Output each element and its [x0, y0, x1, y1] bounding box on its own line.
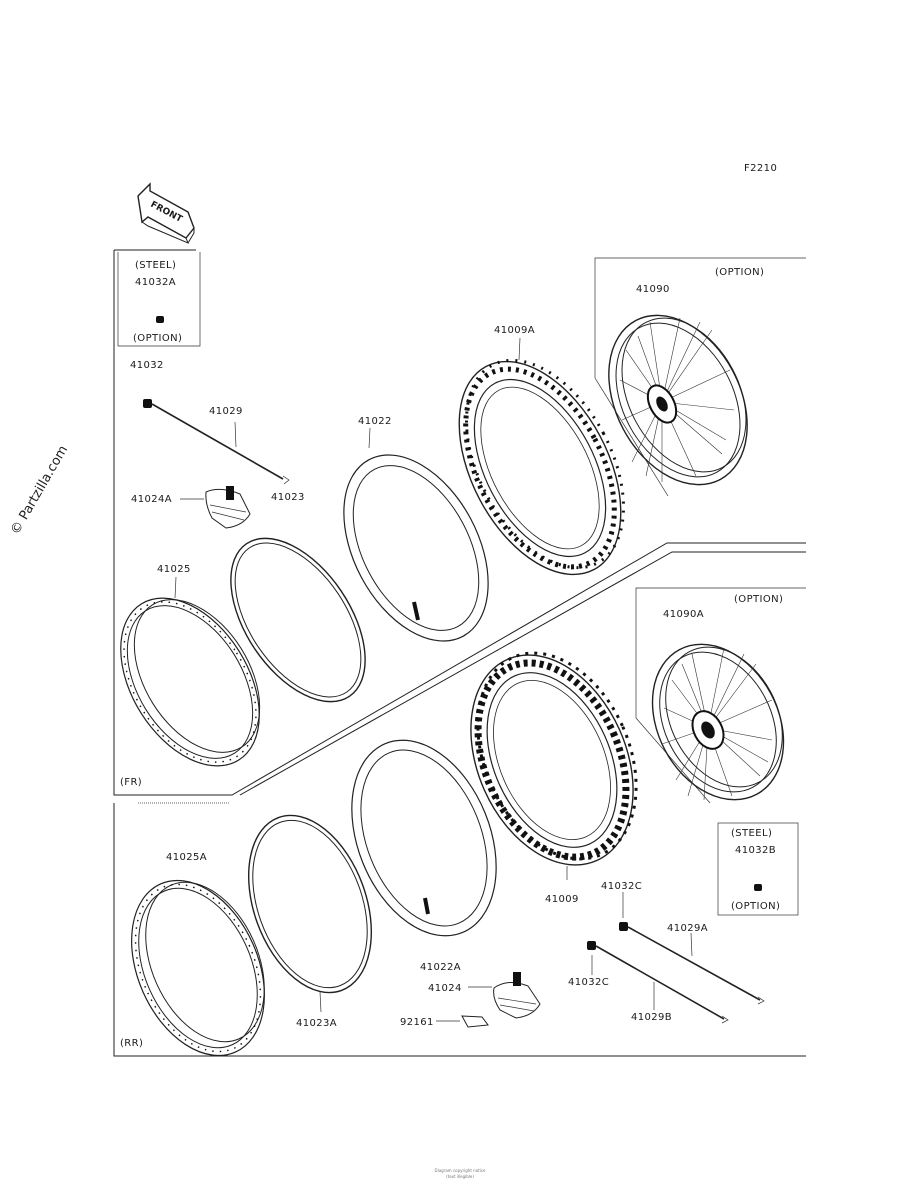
option-front-title: (OPTION): [715, 267, 764, 278]
label-41023: 41023: [271, 492, 305, 503]
label-41032C-bottom: 41032C: [568, 977, 609, 988]
nipple-icon: [143, 399, 152, 408]
label-41025: 41025: [157, 564, 191, 575]
label-41024A: 41024A: [131, 494, 172, 505]
figure-code: F2210: [744, 163, 777, 174]
label-41009A: 41009A: [494, 325, 535, 336]
label-41024: 41024: [428, 983, 462, 994]
label-41023A: 41023A: [296, 1018, 337, 1029]
rim-band-rear: [468, 972, 541, 1019]
section-outlines: [113, 249, 806, 1057]
label-41029: 41029: [209, 406, 243, 417]
rim-strip-rear: [247, 814, 373, 1013]
tire-rear: [470, 651, 638, 880]
steel-front-part: 41032A: [135, 277, 176, 288]
spoke-assembly-front: [143, 399, 290, 485]
tube-front: [343, 427, 489, 642]
option-box-rear-wheel: (OPTION) 41090A: [635, 587, 806, 804]
steel-rear-part: 41032B: [735, 845, 776, 856]
label-41022A: 41022A: [420, 962, 461, 973]
steel-box-rear: (STEEL) 41032B (OPTION): [717, 822, 799, 916]
option-rear-title: (OPTION): [734, 594, 783, 605]
tire-front: [458, 337, 625, 576]
label-41029A: 41029A: [667, 923, 708, 934]
label-41032: 41032: [130, 360, 164, 371]
spoke-assembly-rear: [587, 892, 765, 1024]
footer-line-1: Diagram copyright notice: [434, 1168, 486, 1173]
footer-line-2: (text illegible): [446, 1174, 474, 1179]
footer-copyright: Diagram copyright notice (text illegible…: [340, 1168, 580, 1180]
label-41022: 41022: [358, 416, 392, 427]
label-41032C-top: 41032C: [601, 881, 642, 892]
label-41025A: 41025A: [166, 852, 207, 863]
nipple-icon: [754, 884, 762, 891]
wheel-rear-option: [651, 643, 785, 801]
steel-rear-title: (STEEL): [731, 828, 772, 839]
rim-rear: [131, 879, 265, 1057]
label-41090: 41090: [636, 284, 670, 295]
label-41029B: 41029B: [631, 1012, 672, 1023]
rim-strip-front: [230, 537, 366, 703]
option-box-front-wheel: (OPTION) 41090: [594, 257, 806, 497]
nipple-icon: [619, 922, 628, 931]
rim-band-front: [180, 486, 251, 529]
tube-rear: [351, 739, 497, 937]
wheel-front-option: [608, 314, 748, 486]
rim-front: [120, 576, 261, 767]
steel-front-note: (OPTION): [133, 333, 182, 344]
weight-part: [436, 1015, 489, 1028]
steel-box-front: (STEEL) 41032A (OPTION): [117, 252, 201, 347]
steel-rear-note: (OPTION): [731, 901, 780, 912]
label-41009: 41009: [545, 894, 579, 905]
section-rear: (RR): [120, 1038, 143, 1049]
front-arrow-icon: FRONT: [137, 182, 195, 244]
steel-front-title: (STEEL): [135, 260, 176, 271]
label-92161: 92161: [400, 1017, 434, 1028]
nipple-icon: [156, 316, 164, 323]
nipple-icon: [587, 941, 596, 950]
section-front: (FR): [120, 777, 142, 788]
label-41090A: 41090A: [663, 609, 704, 620]
